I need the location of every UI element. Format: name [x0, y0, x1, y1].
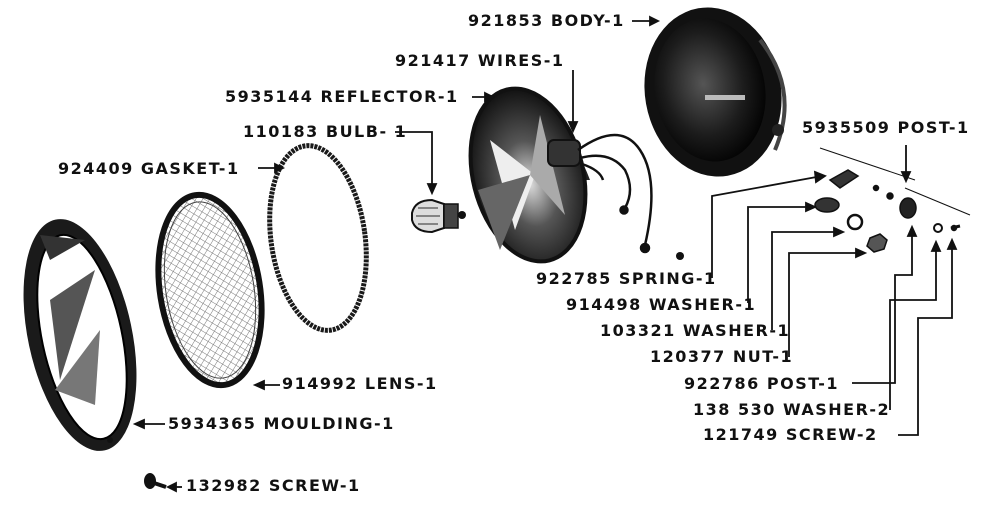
- label-post-5935509: 5935509 POST-1: [802, 118, 970, 137]
- label-spring: 922785 SPRING-1: [536, 269, 717, 288]
- label-washer-103321: 103321 WASHER-1: [600, 321, 791, 340]
- label-nut: 120377 NUT-1: [650, 347, 794, 366]
- label-post-922786: 922786 POST-1: [684, 374, 840, 393]
- label-wires: 921417 WIRES-1: [395, 51, 565, 70]
- label-screw-132982: 132982 SCREW-1: [186, 476, 361, 495]
- label-body: 921853 BODY-1: [468, 11, 625, 30]
- gasket-part: [267, 143, 369, 333]
- bulb-part: [411, 198, 466, 234]
- label-lens: 914992 LENS-1: [282, 374, 438, 393]
- label-reflector: 5935144 REFLECTOR-1: [225, 87, 459, 106]
- leader-lines: [132, 15, 958, 493]
- label-moulding: 5934365 MOULDING-1: [168, 414, 395, 433]
- body-part: [644, 7, 787, 177]
- label-bulb: 110183 BULB- 1: [243, 122, 408, 141]
- label-gasket: 924409 GASKET-1: [58, 159, 240, 178]
- post-hardware: [814, 147, 971, 253]
- moulding-part: [23, 219, 137, 451]
- reflector-part: [468, 86, 590, 264]
- label-washer-914498: 914498 WASHER-1: [566, 295, 757, 314]
- screw-132982-part: [144, 473, 167, 489]
- spring-part: [676, 252, 684, 260]
- wires-part: [577, 133, 653, 254]
- lens-part: [155, 191, 265, 389]
- label-washer-138530: 138 530 WASHER-2: [693, 400, 891, 419]
- label-screw-121749: 121749 SCREW-2: [703, 425, 878, 444]
